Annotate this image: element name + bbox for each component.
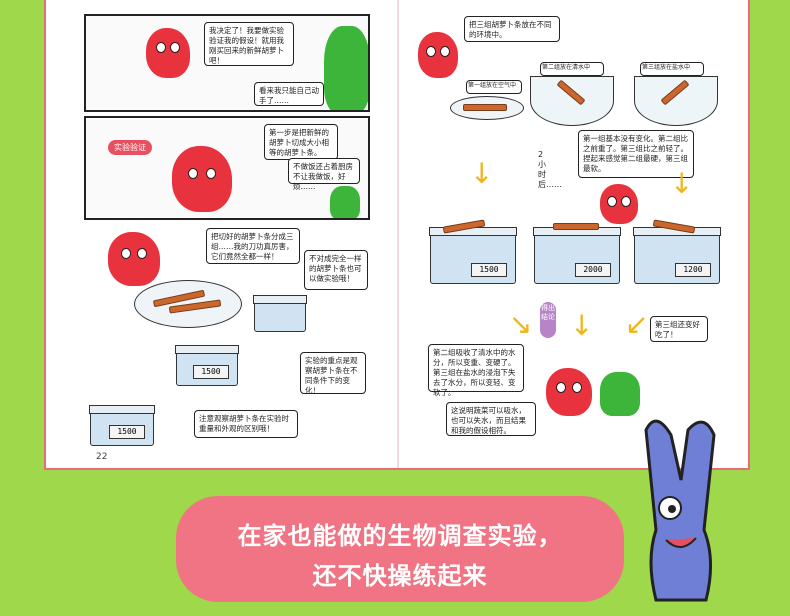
eye xyxy=(206,168,216,179)
banner-line-2: 还不快操练起来 xyxy=(312,562,488,590)
speech-bubble: 注意观察胡萝卜条在实验时重量和外观的区别哦！ xyxy=(194,410,298,438)
speech-bubble: 不对成完全一样的胡萝卜条也可以做实验哦！ xyxy=(304,250,368,290)
group-label: 第三组放在盐水中 xyxy=(640,62,704,76)
scale-pan xyxy=(175,345,239,354)
eye xyxy=(156,42,166,53)
arrow-down-icon: ↓ xyxy=(470,157,494,190)
water-bowl xyxy=(530,76,614,126)
eye xyxy=(426,46,436,57)
speech-bubble: 第三组还变好吃了！ xyxy=(650,316,708,342)
red-character xyxy=(546,368,592,416)
kitchen-scale: 1200 xyxy=(633,219,721,284)
red-character xyxy=(172,146,232,212)
panel-2: 实验验证 第一步是把新鲜的胡萝卜切成大小相等的胡萝卜条。 不做饭还占着厨房不让我… xyxy=(84,116,370,220)
green-character xyxy=(600,372,640,416)
red-character xyxy=(146,28,190,78)
red-character xyxy=(418,32,458,78)
page-number: 22 xyxy=(96,452,108,462)
speech-bubble: 第二组吸收了清水中的水分，所以变重、变硬了。第三组在盐水的浸泡下失去了水分，所以… xyxy=(428,344,524,397)
kitchen-scale xyxy=(253,295,307,332)
speech-bubble: 把三组胡萝卜条放在不同的环境中。 xyxy=(464,16,560,42)
blue-mascot-icon xyxy=(644,419,716,602)
eye xyxy=(170,42,180,53)
eye xyxy=(137,248,147,259)
plate xyxy=(450,96,524,120)
red-character xyxy=(108,232,160,286)
kitchen-scale: 1500 xyxy=(429,219,517,284)
scale-display: 1500 xyxy=(471,263,507,277)
eye xyxy=(607,196,617,207)
speech-bubble: 第一步是把新鲜的胡萝卜切成大小相等的胡萝卜条。 xyxy=(264,124,338,160)
eye xyxy=(440,46,450,57)
kitchen-scale: 2000 xyxy=(533,223,621,284)
scale-display: 1500 xyxy=(193,365,229,379)
speech-bubble: 第一组基本没有变化。第二组比之前重了。第三组比之前轻了。捏起来感觉第二组最硬，第… xyxy=(578,130,694,178)
carrot-stick xyxy=(556,79,586,106)
green-character xyxy=(324,26,368,110)
speech-bubble: 我决定了！我要做实验验证我的假设！就用我刚买回来的新鲜胡萝卜吧！ xyxy=(204,22,294,66)
kitchen-scale: 1500 xyxy=(175,345,239,386)
scale-display: 2000 xyxy=(575,263,611,277)
scale-display: 1500 xyxy=(109,425,145,439)
green-character xyxy=(330,186,360,218)
book-spine xyxy=(397,0,399,468)
panel-1: 我决定了！我要做实验验证我的假设！就用我刚买回来的新鲜胡萝卜吧！ 看来我只能自己… xyxy=(84,14,370,112)
scale-display: 1200 xyxy=(675,263,711,277)
book-spread: 我决定了！我要做实验验证我的假设！就用我刚买回来的新鲜胡萝卜吧！ 看来我只能自己… xyxy=(44,0,750,470)
speech-bubble: 看来我只能自己动手了…… xyxy=(254,82,324,106)
kitchen-scale: 1500 xyxy=(89,405,155,446)
carrot-stick xyxy=(463,104,507,111)
red-character xyxy=(600,184,638,224)
eye xyxy=(121,248,131,259)
eye xyxy=(556,382,566,393)
group-label: 第二组放在清水中 xyxy=(540,62,604,76)
arrow-diagonal-icon: ↓ xyxy=(501,305,542,346)
speech-bubble: 这说明蔬菜可以吸水，也可以失水，而且结果和我的假设相符。 xyxy=(446,402,536,436)
group-label: 第一组放在空气中 xyxy=(466,80,522,94)
scale-pan xyxy=(89,405,155,414)
time-label: 2小时后…… xyxy=(538,150,562,189)
eye xyxy=(572,382,582,393)
carrot-stick xyxy=(660,79,690,106)
arrow-diagonal-icon: ↓ xyxy=(616,305,657,346)
speech-bubble: 把切好的胡萝卜条分成三组……我的刀功真厉害，它们竟然全都一样！ xyxy=(206,228,300,264)
section-tag: 实验验证 xyxy=(108,140,152,155)
banner-line-1: 在家也能做的生物调查实验， xyxy=(237,522,563,550)
carrot-stick xyxy=(553,223,599,230)
carrot-plate xyxy=(134,280,242,328)
scale-pan xyxy=(253,295,307,304)
speech-bubble: 不做饭还占着厨房不让我做饭，好烦…… xyxy=(288,158,360,191)
promo-banner: 在家也能做的生物调查实验， 还不快操练起来 xyxy=(176,496,624,602)
salt-water-bowl xyxy=(634,76,718,126)
eye xyxy=(621,196,631,207)
conclusion-tag: 得出结论 xyxy=(540,302,556,338)
arrow-down-icon: ↓ xyxy=(670,167,694,200)
speech-bubble: 实验的重点是观察胡萝卜条在不同条件下的变化！ xyxy=(300,352,366,395)
eye xyxy=(188,168,198,179)
arrow-down-icon: ↓ xyxy=(570,309,594,342)
